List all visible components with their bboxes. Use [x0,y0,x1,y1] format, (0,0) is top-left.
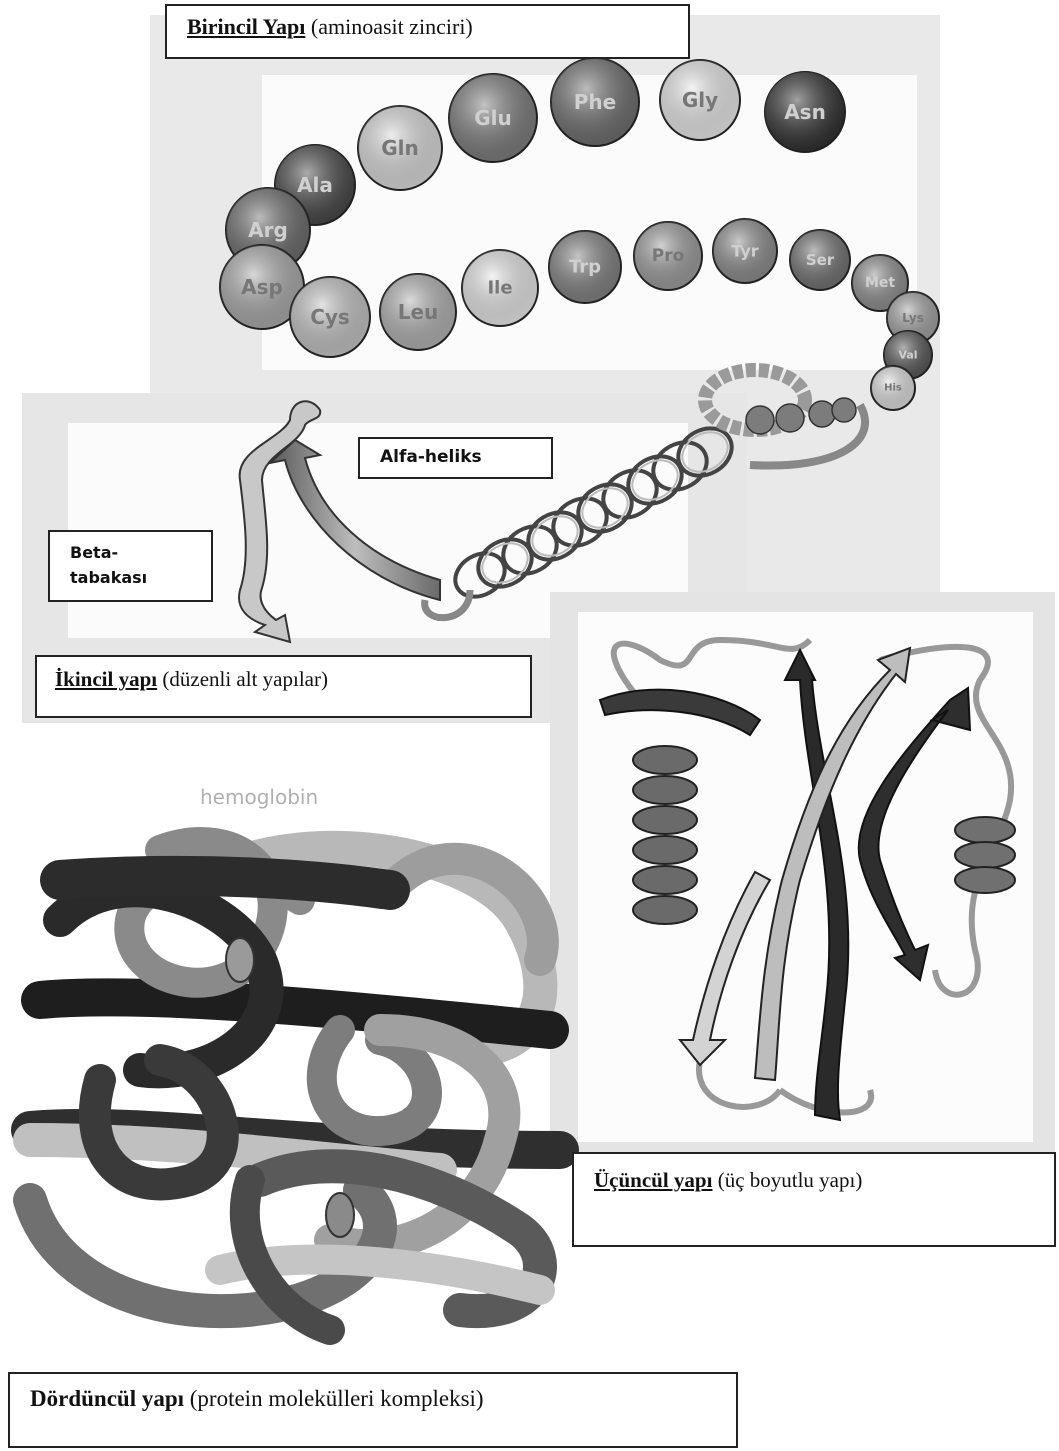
alpha-helix-callout: Alfa-heliks [358,437,553,479]
amino-acid-asn: Asn [765,72,845,152]
tertiary-structure-label: Üçüncül yapı (üç boyutlu yapı) [572,1152,1056,1247]
amino-acid-ile: Ile [462,250,538,326]
amino-acid-ser: Ser [790,230,850,290]
amino-acid-label: Trp [569,257,601,278]
amino-acid-label: Ser [806,251,835,269]
secondary-structure-label: İkincil yapı (düzenli alt yapılar) [35,655,532,718]
primary-structure-desc: (aminoasit zinciri) [311,14,473,39]
bead-loop [705,370,856,434]
amino-acid-gln: Gln [358,106,442,190]
amino-acid-cys: Cys [290,277,370,357]
beta-sheet-callout: Beta- tabakası [48,530,213,602]
amino-acid-his: His [871,366,915,410]
amino-acid-label: Asn [784,100,826,124]
amino-acid-gly: Gly [660,60,740,140]
quaternary-structure-desc: (protein molekülleri kompleksi) [190,1386,484,1411]
secondary-structure-title: İkincil yapı [55,667,157,691]
tertiary-structure-desc: (üç boyutlu yapı) [718,1168,863,1192]
secondary-structure-desc: (düzenli alt yapılar) [162,667,328,691]
amino-acid-label: Gly [682,88,718,112]
beta-sheet-label-line1: Beta- [70,540,211,565]
tertiary-left-helix [633,746,697,924]
amino-acid-label: Arg [248,218,288,242]
amino-acid-label: Ala [297,173,333,197]
hemoglobin-complex [30,842,560,1330]
primary-structure-label: Birincil Yapı (aminoasit zinciri) [165,4,690,59]
amino-acid-label: His [884,383,902,394]
amino-acid-glu: Glu [449,74,537,162]
tertiary-right-helix [955,817,1015,893]
tertiary-strand-mid [680,872,770,1065]
amino-acid-label: Asp [241,275,283,299]
tertiary-structure-title: Üçüncül yapı [594,1168,712,1192]
amino-acid-label: Lys [902,311,924,325]
amino-acid-label: Glu [474,106,512,130]
alpha-helix-label: Alfa-heliks [380,447,482,467]
amino-acid-phe: Phe [551,58,639,146]
beta-sheet-label-line2: tabakası [70,565,211,590]
amino-acid-label: Met [865,275,895,291]
amino-acid-label: Ile [487,278,512,299]
amino-acid-label: Gln [381,136,419,160]
quaternary-structure-label: Dördüncül yapı (protein molekülleri komp… [8,1372,738,1448]
tertiary-structure [600,640,1015,1120]
primary-structure-title: Birincil Yapı [187,14,305,39]
amino-acid-trp: Trp [549,231,621,303]
amino-acid-tyr: Tyr [713,219,777,283]
amino-acid-leu: Leu [380,274,456,350]
amino-acid-label: Tyr [731,242,758,261]
amino-acid-label: Cys [310,305,350,329]
amino-acid-label: Pro [652,246,685,266]
amino-acid-label: Val [898,349,917,362]
amino-acid-label: Phe [574,90,616,114]
hemoglobin-caption: hemoglobin [200,785,318,809]
amino-acid-label: Leu [398,300,439,324]
quaternary-structure-title: Dördüncül yapı [30,1386,184,1411]
beta-strand-ribbon [239,401,320,642]
amino-acid-pro: Pro [634,222,702,290]
